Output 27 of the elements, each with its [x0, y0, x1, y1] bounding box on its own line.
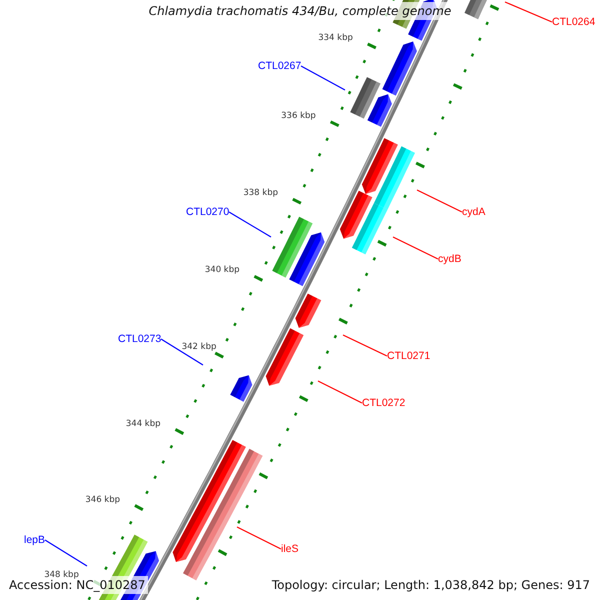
tick-label: 336 kbp — [281, 110, 316, 121]
gene-label: CTL0264 — [552, 16, 596, 28]
leader-line — [416, 190, 462, 212]
leader-line — [342, 334, 388, 356]
gene-label: CTL0267 — [258, 60, 302, 72]
leader-line — [300, 66, 346, 90]
gene-label: CTL0271 — [387, 350, 430, 362]
gene-label: CTL0272 — [362, 397, 406, 409]
gene-label: CTL0273 — [118, 333, 162, 345]
leader-line — [160, 338, 204, 366]
tick-label: 338 kbp — [243, 188, 278, 198]
leader-line — [392, 236, 438, 260]
leader-line — [318, 380, 362, 404]
tick-label: 344 kbp — [126, 418, 161, 429]
tick-label: 342 kbp — [182, 342, 216, 352]
leader-line — [44, 540, 88, 566]
leader-line — [228, 212, 272, 238]
gene-label: CTL0270 — [186, 206, 230, 218]
gene-label: cydB — [438, 253, 462, 265]
gene-label: lepB — [24, 534, 46, 546]
gene-label: ileS — [281, 543, 299, 555]
tick-label: 334 kbp — [318, 32, 353, 43]
leader-line — [504, 2, 552, 22]
gene-label: cydA — [462, 206, 486, 218]
tick-label: 340 kbp — [204, 265, 240, 276]
tick-label: 346 kbp — [85, 494, 120, 505]
leader-line — [236, 526, 282, 550]
